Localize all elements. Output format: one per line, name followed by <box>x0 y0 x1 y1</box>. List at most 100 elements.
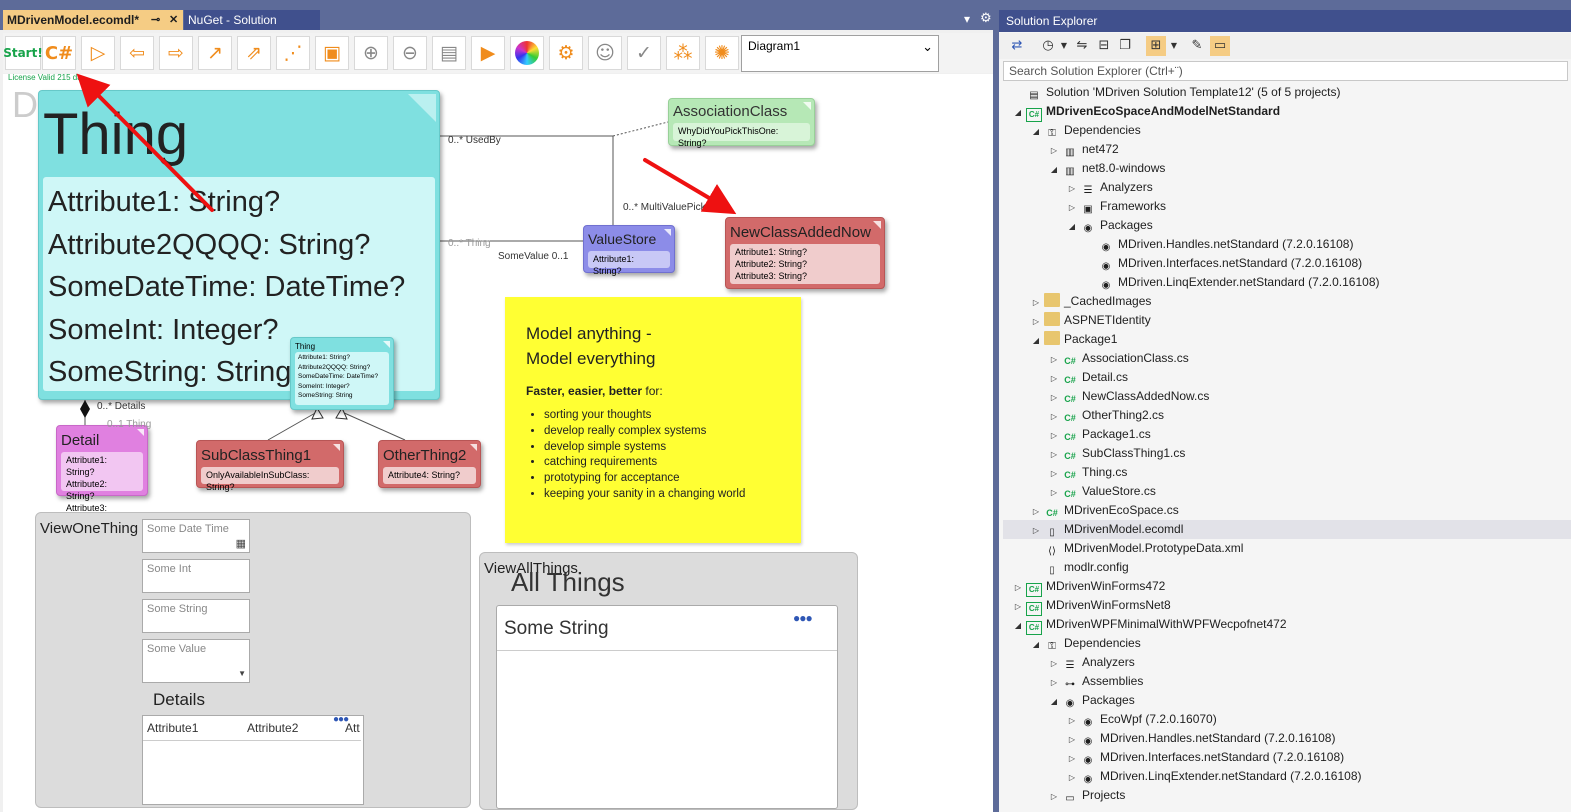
collapsed-arrow-icon[interactable]: ▷ <box>1050 146 1058 155</box>
tree-item[interactable]: ▷◉MDriven.Interfaces.netStandard (7.2.0.… <box>1066 748 1568 767</box>
some-date-time-field[interactable]: Some Date Time ▦ <box>142 519 250 553</box>
chevron-down-icon[interactable]: ▼ <box>1170 41 1178 50</box>
collapsed-arrow-icon[interactable]: ▷ <box>1032 526 1040 535</box>
tree-item[interactable]: ◉MDriven.Handles.netStandard (7.2.0.1610… <box>1084 235 1568 254</box>
tree-item[interactable]: ▷▯MDrivenModel.ecomdl <box>1003 520 1571 539</box>
expanded-arrow-icon[interactable]: ◢ <box>1050 165 1058 174</box>
tree-item[interactable]: ▤Solution 'MDriven Solution Template12' … <box>1012 83 1568 102</box>
collapsed-arrow-icon[interactable]: ▷ <box>1014 602 1022 611</box>
start-button[interactable]: Start! <box>3 36 43 70</box>
tree-item[interactable]: ▷▣Frameworks <box>1066 197 1568 216</box>
diagram-select[interactable]: Diagram1 ⌄ <box>741 35 939 72</box>
tree-item[interactable]: ◢◉Packages <box>1048 691 1568 710</box>
tree-item[interactable]: ⟨⟩MDrivenModel.PrototypeData.xml <box>1030 539 1568 558</box>
copy-icon[interactable]: ❐ <box>1119 38 1131 53</box>
tree-item[interactable]: ◢C#MDrivenEcoSpaceAndModelNetStandard <box>1012 102 1568 122</box>
tree-item[interactable]: ▷☰Analyzers <box>1048 653 1568 672</box>
details-grid[interactable]: Attribute1 Attribute2 Att ●●● <box>142 714 364 805</box>
collapsed-arrow-icon[interactable]: ▷ <box>1068 203 1076 212</box>
inheritance-arrow-icon[interactable]: ⇗ <box>237 36 271 70</box>
collapsed-arrow-icon[interactable]: ▷ <box>1050 431 1058 440</box>
back-arrow-icon[interactable]: ⇦ <box>120 36 154 70</box>
calendar-icon[interactable]: ▦ <box>235 538 246 550</box>
class-detail[interactable]: Detail Attribute1: String? Attribute2: S… <box>56 425 148 525</box>
collapsed-arrow-icon[interactable]: ▷ <box>1032 507 1040 516</box>
tree-item[interactable]: ▷▥net472 <box>1048 140 1568 159</box>
expanded-arrow-icon[interactable]: ◢ <box>1032 640 1040 649</box>
switch-view-icon[interactable]: ⇄ <box>1011 38 1023 53</box>
tree-item[interactable]: ▷◉EcoWpf (7.2.0.16070) <box>1066 710 1568 729</box>
column-header[interactable]: Attribute1 <box>147 721 199 735</box>
tree-item[interactable]: ▷C#NewClassAddedNow.cs <box>1048 387 1568 406</box>
tree-item[interactable]: ▷⊶Assemblies <box>1048 672 1568 691</box>
preview-icon[interactable]: ▭ <box>1210 36 1230 56</box>
collapsed-arrow-icon[interactable]: ▷ <box>1068 184 1076 193</box>
tree-item[interactable]: ◢⚿Dependencies <box>1030 634 1568 653</box>
tree-item[interactable]: ▷ASPNETIdentity <box>1030 311 1568 330</box>
tree-item[interactable]: ◢Package1 <box>1030 330 1568 349</box>
view-play-icon[interactable]: ▶ <box>471 36 505 70</box>
column-header[interactable]: Attribute2 <box>247 721 299 735</box>
tree-item[interactable]: ◢⚿Dependencies <box>1030 121 1568 140</box>
class-subclassthing1[interactable]: SubClassThing1 OnlyAvailableInSubClass: … <box>196 440 344 492</box>
tree-item[interactable]: ▷◉MDriven.Handles.netStandard (7.2.0.161… <box>1066 729 1568 748</box>
tree-item[interactable]: ▷☰Analyzers <box>1066 178 1568 197</box>
expanded-arrow-icon[interactable]: ◢ <box>1014 621 1022 630</box>
close-icon[interactable]: ✕ <box>169 14 179 26</box>
nodes-icon[interactable]: ⁂ <box>666 36 700 70</box>
more-options-icon[interactable]: ●●● <box>793 611 813 625</box>
select-area-icon[interactable]: ▣ <box>315 36 349 70</box>
tree-item[interactable]: ▷C#MDrivenWinFormsNet8 <box>1012 596 1568 616</box>
collapsed-arrow-icon[interactable]: ▷ <box>1050 355 1058 364</box>
tab-mdrivenmodel[interactable]: MDrivenModel.ecomdl* ⊸ ✕ <box>3 10 183 30</box>
show-all-files-icon[interactable]: ⊞ <box>1146 36 1166 56</box>
tree-item[interactable]: ▷C#Package1.cs <box>1048 425 1568 444</box>
tree-item[interactable]: ▷C#AssociationClass.cs <box>1048 349 1568 368</box>
tree-item[interactable]: ▷C#ValueStore.cs <box>1048 482 1568 501</box>
all-things-grid[interactable]: Some String ●●● <box>496 605 838 809</box>
color-wheel-icon[interactable] <box>510 36 544 70</box>
tree-item[interactable]: ▯modlr.config <box>1030 558 1568 577</box>
collapsed-arrow-icon[interactable]: ▷ <box>1068 754 1076 763</box>
tree-item[interactable]: ◢C#MDrivenWPFMinimalWithWPFWecpofnet472 <box>1012 615 1568 635</box>
chevron-down-icon[interactable]: ▼ <box>1060 41 1068 50</box>
collapsed-arrow-icon[interactable]: ▷ <box>1032 317 1040 326</box>
tree-item[interactable]: ▷C#OtherThing2.cs <box>1048 406 1568 425</box>
collapsed-arrow-icon[interactable]: ▷ <box>1050 412 1058 421</box>
zoom-out-icon[interactable]: ⊖ <box>393 36 427 70</box>
tree-item[interactable]: ◉MDriven.LinqExtender.netStandard (7.2.0… <box>1084 273 1568 292</box>
some-value-combo[interactable]: Some Value ▼ <box>142 639 250 683</box>
tree-item[interactable]: ▷C#Thing.cs <box>1048 463 1568 482</box>
column-header[interactable]: Some String <box>504 618 609 639</box>
class-newclassaddednow[interactable]: NewClassAddedNow Attribute1: String? Att… <box>725 217 885 289</box>
history-icon[interactable]: ◷ <box>1042 38 1054 53</box>
pin-icon[interactable]: ⊸ <box>151 14 161 26</box>
tree-item[interactable]: ▷_CachedImages <box>1030 292 1568 311</box>
sync-icon[interactable]: ⇋ <box>1076 38 1088 53</box>
pane-splitter[interactable] <box>993 10 999 812</box>
collapsed-arrow-icon[interactable]: ▷ <box>1050 393 1058 402</box>
collapsed-arrow-icon[interactable]: ▷ <box>1050 469 1058 478</box>
collapsed-arrow-icon[interactable]: ▷ <box>1050 374 1058 383</box>
class-valuestore[interactable]: ValueStore Attribute1: String? <box>583 225 675 276</box>
tree-item[interactable]: ▷C#MDrivenEcoSpace.cs <box>1030 501 1568 520</box>
user-link-icon[interactable]: ☺ <box>588 36 622 70</box>
expanded-arrow-icon[interactable]: ◢ <box>1032 336 1040 345</box>
expanded-arrow-icon[interactable]: ◢ <box>1014 108 1022 117</box>
tree-item[interactable]: ◉MDriven.Interfaces.netStandard (7.2.0.1… <box>1084 254 1568 273</box>
view-one-thing[interactable]: ViewOneThing Some Date Time ▦ Some Int S… <box>35 512 471 808</box>
settings-gears-icon[interactable]: ⚙ <box>549 36 583 70</box>
tree-item[interactable]: ▷C#SubClassThing1.cs <box>1048 444 1568 463</box>
expanded-arrow-icon[interactable]: ◢ <box>1050 697 1058 706</box>
tab-nuget-solution[interactable]: NuGet - Solution <box>184 10 320 30</box>
check-icon[interactable]: ✓ <box>627 36 661 70</box>
class-otherthing2[interactable]: OtherThing2 Attribute4: String? <box>378 440 481 488</box>
tree-item[interactable]: ▷▭Projects <box>1048 786 1568 805</box>
window-icon[interactable]: ▤ <box>432 36 466 70</box>
some-int-field[interactable]: Some Int <box>142 559 250 593</box>
expanded-arrow-icon[interactable]: ◢ <box>1032 127 1040 136</box>
wrench-icon[interactable]: ✎ <box>1191 38 1203 53</box>
tree-item[interactable]: ▷C#MDrivenWinForms472 <box>1012 577 1568 597</box>
some-string-field[interactable]: Some String <box>142 599 250 633</box>
collapsed-arrow-icon[interactable]: ▷ <box>1050 488 1058 497</box>
